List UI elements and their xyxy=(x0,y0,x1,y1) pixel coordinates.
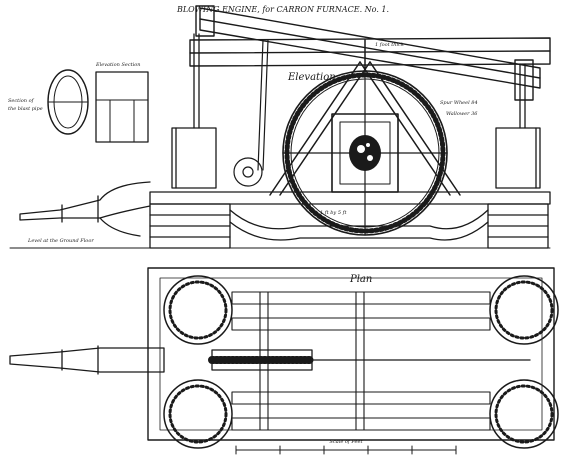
plan-cylinder-se xyxy=(489,379,559,449)
plan-cylinder-sw xyxy=(163,379,233,449)
plan-view: Plan xyxy=(9,267,559,455)
dimension-label: 1 ft by 5 ft xyxy=(320,210,347,216)
scale-label: Scale of Feet xyxy=(330,439,364,445)
blowing-cylinder-right xyxy=(495,63,541,189)
plan-label: Plan xyxy=(349,274,372,285)
ground-level-label: Level at the Ground Floor xyxy=(27,238,94,244)
spur-wheel-label: Spur Wheel 84 xyxy=(440,100,478,106)
pinion-wheel xyxy=(233,39,269,187)
drawing-title: BLOWING ENGINE, for CARRON FURNACE. No. … xyxy=(176,5,389,14)
valve-section-detail: Elevation Section xyxy=(95,62,149,143)
plan-cylinder-nw xyxy=(163,275,233,345)
pinion-label: Wallower 36 xyxy=(446,111,478,117)
blast-main xyxy=(149,191,551,249)
a-frame xyxy=(269,39,461,196)
pipe-section-detail: Section of the blast pipe xyxy=(8,69,89,135)
section-view-label: Elevation Section xyxy=(95,62,140,68)
plan-cylinder-ne xyxy=(489,275,559,345)
blast-nozzle xyxy=(19,181,151,237)
plan-outline xyxy=(147,267,555,441)
plan-spur-wheel xyxy=(208,349,531,371)
elevation-view: 1 foot thick Elevation xyxy=(9,5,551,249)
pipe-section-label-b: the blast pipe xyxy=(8,106,43,112)
walking-beam xyxy=(189,5,551,101)
beam-note: 1 foot thick xyxy=(375,42,404,48)
scale-bar: Scale of Feet xyxy=(235,439,457,455)
blowing-cylinder-left xyxy=(171,33,217,189)
pipe-section-label-a: Section of xyxy=(8,98,35,104)
plan-beams xyxy=(231,291,491,431)
elevation-label: Elevation xyxy=(287,72,336,83)
plan-nozzle xyxy=(9,345,165,375)
